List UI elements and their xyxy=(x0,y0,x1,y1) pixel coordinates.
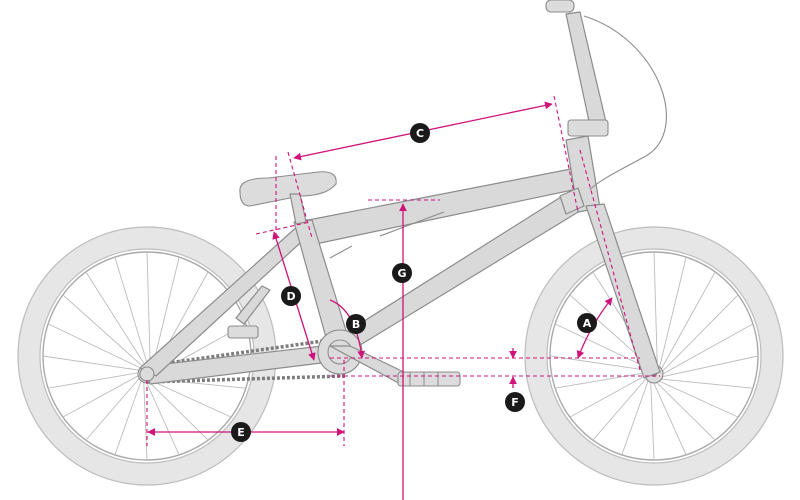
marker-e-label: E xyxy=(237,426,245,439)
spoke xyxy=(85,271,148,369)
marker-a-label: A xyxy=(583,317,592,330)
marker-f-label: F xyxy=(511,396,519,409)
spoke xyxy=(650,378,655,461)
spoke xyxy=(148,379,232,418)
marker-c-label: C xyxy=(416,127,424,140)
handlebar xyxy=(329,0,667,259)
marker-d: D xyxy=(281,286,301,306)
spoke xyxy=(651,379,687,456)
spoke xyxy=(146,251,151,370)
marker-g-label: G xyxy=(397,267,406,280)
spoke xyxy=(658,256,687,371)
marker-a: A xyxy=(577,313,597,333)
spoke xyxy=(657,378,753,389)
spoke xyxy=(114,377,143,456)
spoke xyxy=(47,323,144,370)
spoke xyxy=(146,379,209,441)
marker-c: C xyxy=(410,123,430,143)
spoke xyxy=(114,256,150,369)
spoke xyxy=(659,294,739,375)
spoke xyxy=(143,378,148,461)
drivetrain xyxy=(227,285,461,387)
spoke xyxy=(653,251,658,370)
marker-b: B xyxy=(346,314,366,334)
spoke xyxy=(42,355,143,372)
spoke xyxy=(659,271,716,373)
spoke xyxy=(549,355,650,372)
spoke xyxy=(48,371,142,389)
spoke xyxy=(569,373,649,418)
spoke xyxy=(621,377,650,456)
chain xyxy=(146,338,346,384)
marker-f: F xyxy=(505,392,525,412)
spoke xyxy=(62,294,146,369)
seat xyxy=(239,171,337,225)
spoke xyxy=(653,379,716,441)
frame xyxy=(139,135,661,385)
marker-e: E xyxy=(231,422,251,442)
spoke xyxy=(144,379,180,456)
spoke xyxy=(592,375,649,441)
spoke xyxy=(659,323,754,377)
spoke xyxy=(555,371,649,389)
marker-d-label: D xyxy=(286,290,295,303)
spoke xyxy=(658,355,759,378)
marker-b-label: B xyxy=(352,318,360,331)
spoke xyxy=(151,256,180,371)
marker-g: G xyxy=(392,263,412,283)
spoke xyxy=(655,379,739,418)
spoke xyxy=(85,375,142,441)
spoke xyxy=(62,373,142,418)
